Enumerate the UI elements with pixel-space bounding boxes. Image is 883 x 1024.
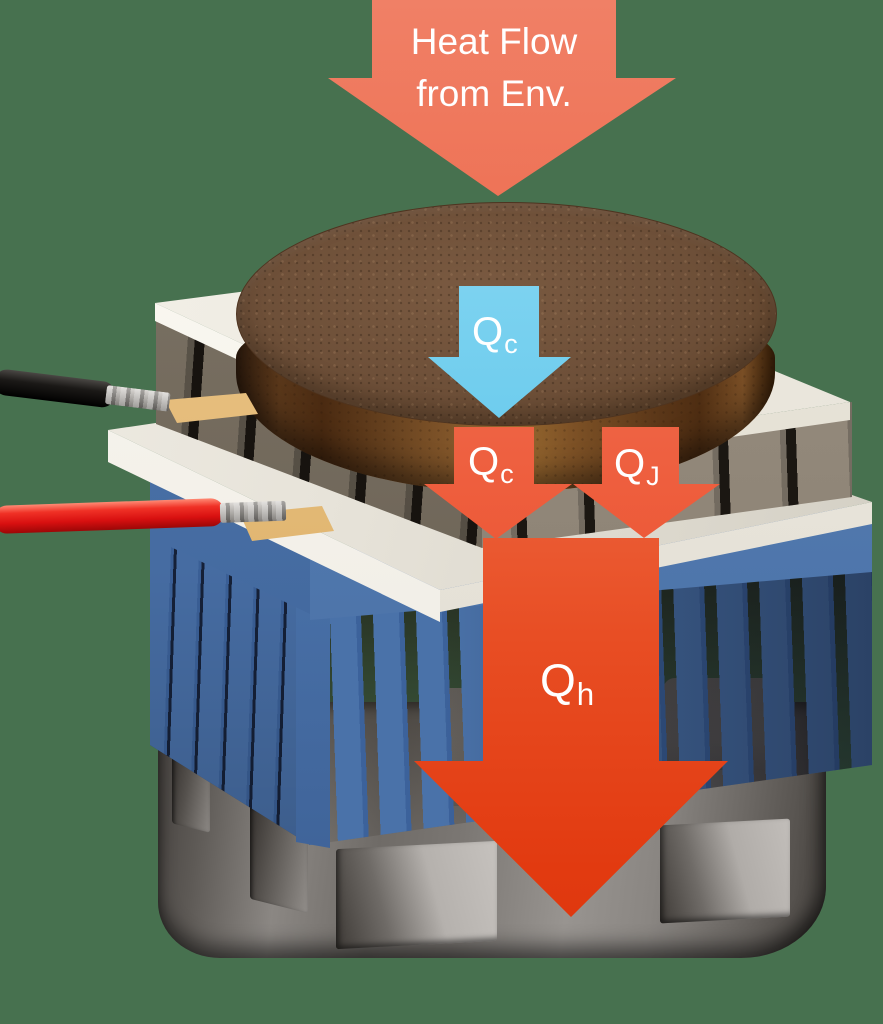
qh-symbol: Q (540, 654, 576, 706)
red-wire-tinned-tip (219, 500, 287, 523)
qh-label: Qh (540, 653, 594, 712)
qc-upper-subscript: c (504, 327, 518, 359)
heat-flow-label-line2: from Env. (416, 73, 572, 114)
qc-lower-subscript: c (500, 457, 514, 489)
qc-upper-symbol: Q (472, 310, 504, 354)
black-wire (0, 368, 117, 409)
qc-lower-symbol: Q (468, 440, 500, 484)
qj-label: QJ (614, 442, 660, 491)
heat-flow-label: Heat Flow from Env. (344, 16, 644, 120)
fan-housing-cutout-front-1 (336, 840, 497, 950)
qj-symbol: Q (614, 442, 646, 486)
fan-housing-cutout-front-2 (660, 818, 790, 924)
qc-lower-label: Qc (468, 440, 514, 489)
heat-flow-label-line1: Heat Flow (410, 21, 578, 62)
qj-subscript: J (646, 459, 660, 491)
qh-subscript: h (576, 676, 595, 712)
qc-upper-label: Qc (472, 310, 518, 359)
